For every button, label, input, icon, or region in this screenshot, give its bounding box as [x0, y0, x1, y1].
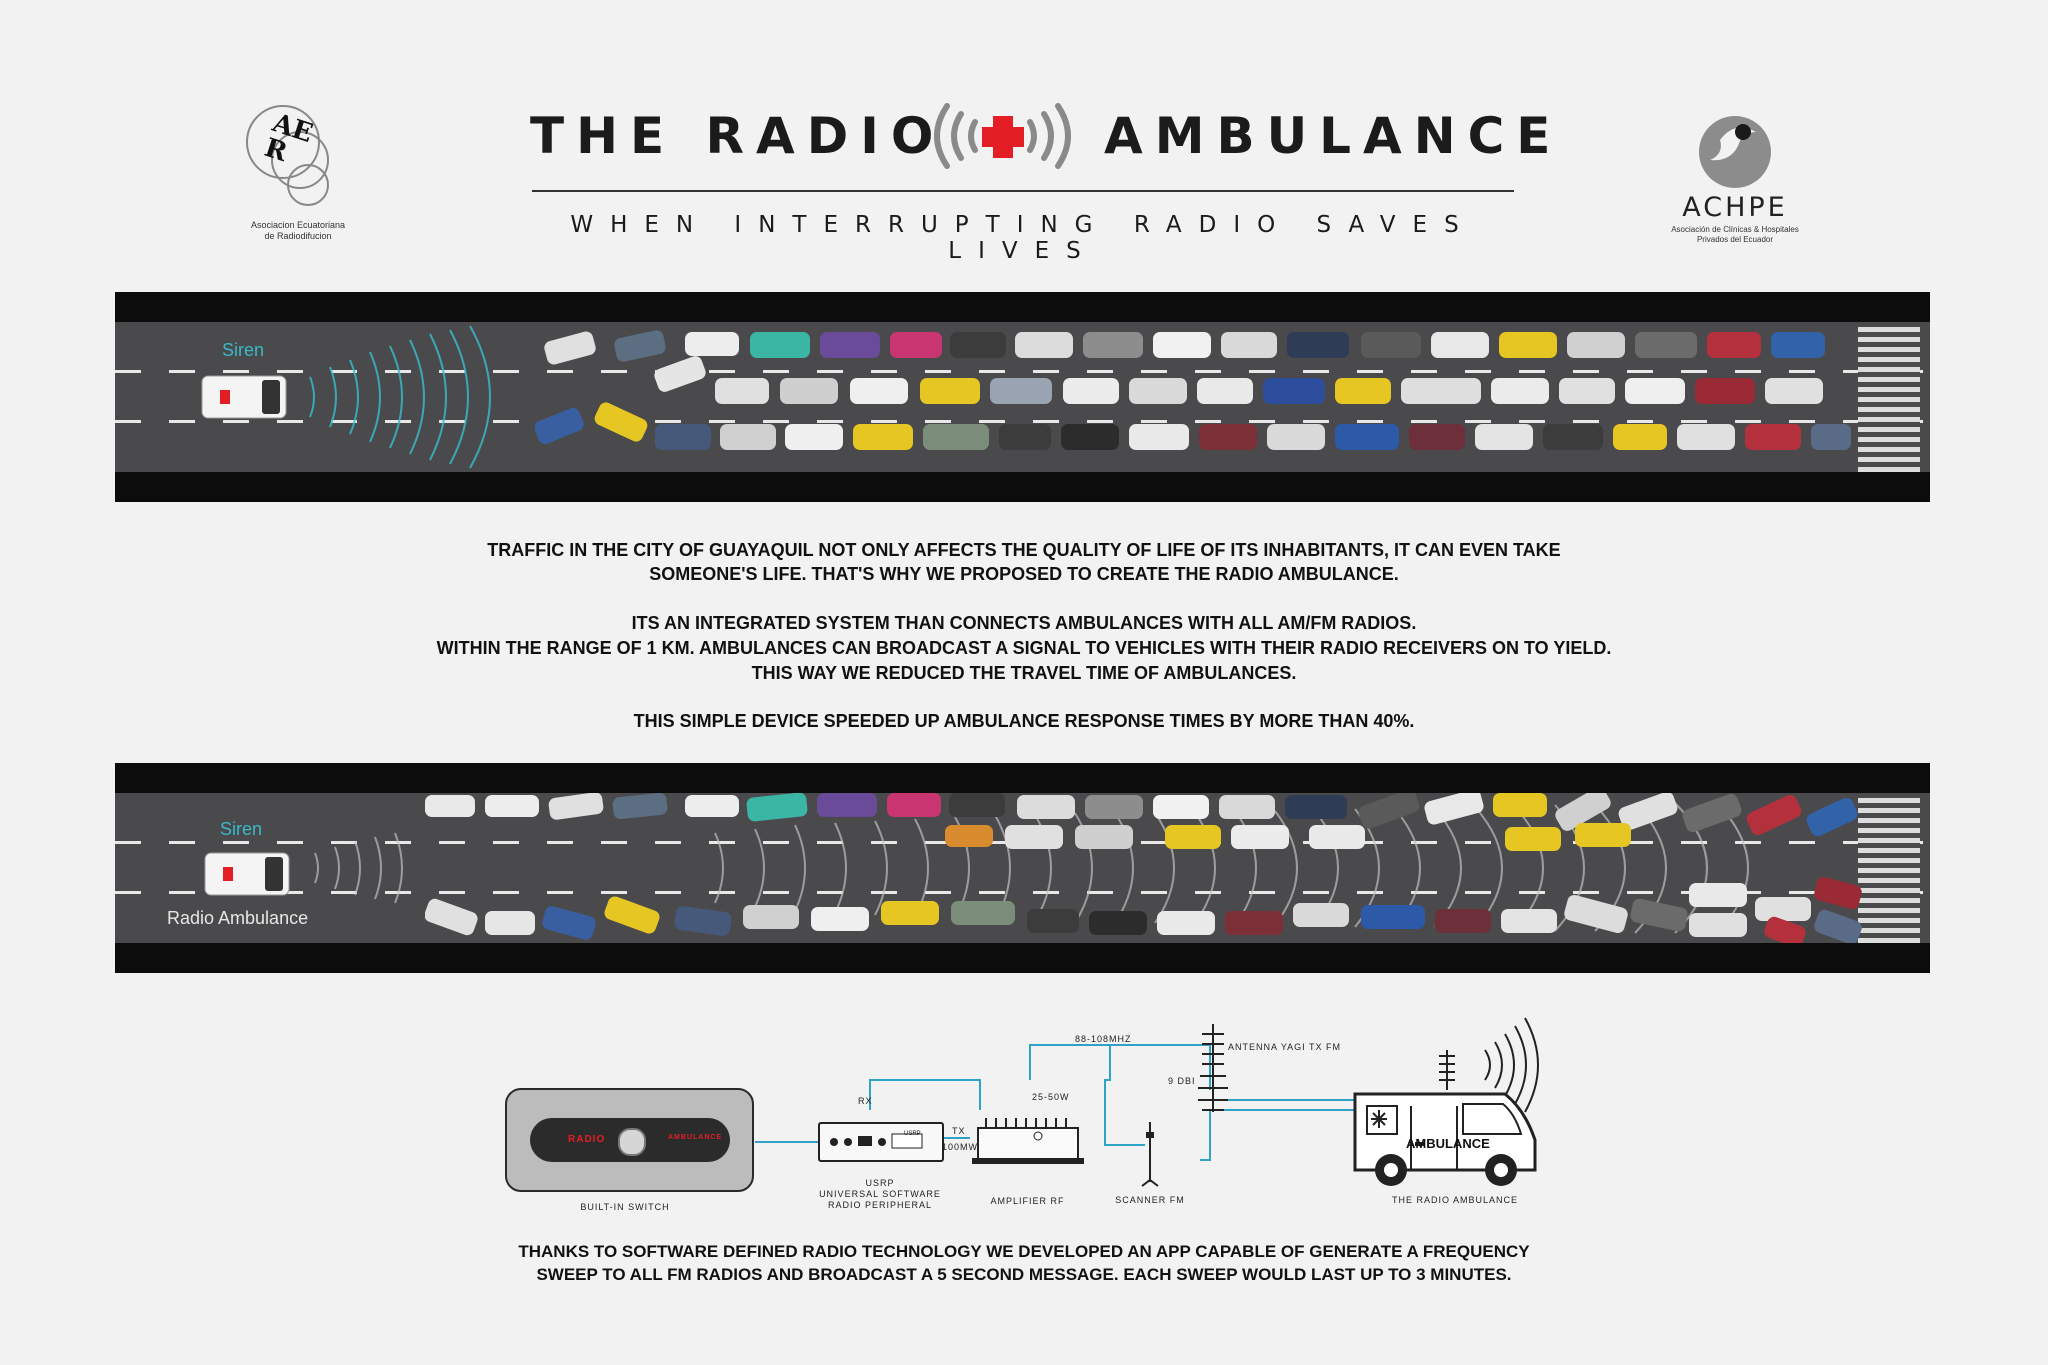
van-ambulance-text: AMBULANCE — [1406, 1136, 1490, 1151]
footer-line2: SWEEP TO ALL FM RADIOS AND BROADCAST A 5… — [536, 1265, 1512, 1284]
siren-label: Siren — [220, 819, 263, 839]
aer-logo-mark — [246, 105, 329, 206]
amp-power-label: 25-50W — [1032, 1092, 1070, 1102]
aer-caption-1: Asociacion Ecuatoriana — [250, 220, 346, 230]
achpe-logo-mark — [1699, 116, 1771, 188]
body-p2-line1: ITS AN INTEGRATED SYSTEM THAN CONNECTS A… — [631, 613, 1417, 633]
body-p3-line1: THIS SIMPLE DEVICE SPEEDED UP AMBULANCE … — [633, 711, 1415, 731]
power-100mw-label: 100MW — [942, 1142, 979, 1152]
title-row: THE RADIO AMBULANCE — [0, 100, 2048, 180]
switch-text-radio: RADIO — [568, 1134, 606, 1145]
switch-label: BUILT-IN SWITCH — [580, 1202, 670, 1212]
radio-ambulance-van-icon — [1353, 1017, 1539, 1186]
usrp-badge: USRP — [904, 1131, 921, 1137]
traffic-cars-bottom — [425, 793, 1862, 943]
crosswalk — [1858, 322, 1920, 472]
ambulance-icon — [201, 375, 287, 419]
switch-text-ambulance: AMBULANCE — [668, 1134, 723, 1141]
lane-marking — [115, 891, 1930, 894]
usrp-label-1: USRP — [865, 1178, 895, 1188]
rx-label: RX — [858, 1096, 873, 1106]
yagi-antenna-icon — [1198, 1024, 1228, 1112]
usrp-ports-icon — [830, 1133, 923, 1149]
achpe-caption-1: Asociación de Clínicas & Hospitales — [1671, 225, 1799, 234]
amplifier-icon — [972, 1118, 1084, 1164]
lane-marking — [115, 370, 1930, 373]
scanner-antenna-icon — [1141, 1122, 1159, 1187]
footer-line1: THANKS TO SOFTWARE DEFINED RADIO TECHNOL… — [518, 1242, 1530, 1261]
amplifier-label: AMPLIFIER RF — [990, 1196, 1065, 1206]
achpe-caption-2: Privados del Ecuador — [1696, 235, 1774, 244]
gain-label: 9 DBI — [1168, 1076, 1196, 1086]
aer-logo: AER Asociacion Ecuatoriana de Radiodifuc… — [228, 100, 368, 250]
radio-cross-icon — [934, 103, 1071, 169]
road-scene-top: Siren — [115, 292, 1930, 502]
achpe-logo: ACHPE Asociación de Clínicas & Hospitale… — [1660, 110, 1810, 250]
traffic-cars-top — [535, 330, 1851, 450]
achpe-name: ACHPE — [1682, 192, 1788, 223]
radio-ambulance-label: Radio Ambulance — [167, 908, 309, 928]
siren-label: Siren — [222, 340, 265, 360]
body-p2-line3: THIS WAY WE REDUCED THE TRAVEL TIME OF A… — [751, 663, 1297, 683]
road-scene-bottom: Siren Radio Ambulance — [115, 763, 1930, 973]
subtitle: WHEN INTERRUPTING RADIO SAVES LIVES — [570, 212, 1476, 264]
body-p1-line1: TRAFFIC IN THE CITY OF GUAYAQUIL NOT ONL… — [487, 540, 1561, 560]
aer-caption-2: de Radiodifucion — [264, 231, 332, 241]
title-divider — [532, 190, 1514, 192]
crosswalk — [1858, 793, 1920, 943]
frequency-label: 88-108MHZ — [1075, 1034, 1132, 1044]
system-diagram: RADIO AMBULANCE BUILT-IN SWITCH USRP RX … — [500, 1010, 1560, 1212]
ambulance-icon — [204, 852, 290, 896]
antenna-label: ANTENNA YAGI TX FM — [1228, 1042, 1342, 1052]
switch-button-icon — [618, 1128, 646, 1156]
scanner-label: SCANNER FM — [1115, 1195, 1185, 1205]
usrp-label-2: UNIVERSAL SOFTWARE — [819, 1189, 941, 1199]
body-p1-line2: SOMEONE'S LIFE. THAT'S WHY WE PROPOSED T… — [649, 564, 1399, 584]
body-p2-line2: WITHIN THE RANGE OF 1 KM. AMBULANCES CAN… — [436, 638, 1612, 658]
siren-waves-icon — [309, 325, 491, 469]
title-right: AMBULANCE — [1104, 107, 1563, 165]
van-label: THE RADIO AMBULANCE — [1391, 1195, 1519, 1205]
usrp-label-3: RADIO PERIPHERAL — [827, 1200, 933, 1210]
title-left: THE RADIO — [530, 107, 946, 165]
diagram-connections — [755, 1044, 1360, 1161]
tx-label: TX — [952, 1126, 966, 1136]
lane-marking — [115, 420, 1930, 423]
